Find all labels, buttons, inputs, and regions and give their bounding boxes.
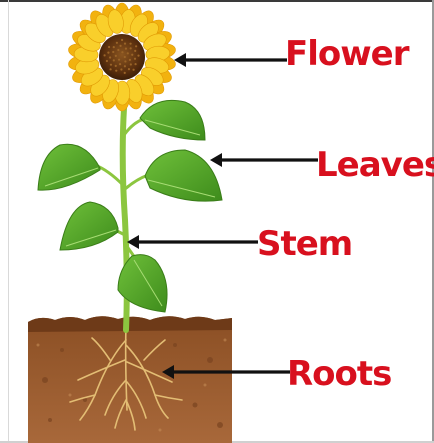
leaves xyxy=(38,100,222,312)
sunflower-head xyxy=(67,3,176,111)
leaf-mid-left xyxy=(38,144,100,190)
label-flower: Flower xyxy=(285,37,408,71)
leaf-lower-left xyxy=(60,202,118,250)
leaf-mid-right xyxy=(145,150,222,201)
arrow-stem xyxy=(127,235,258,249)
label-stem: Stem xyxy=(257,227,352,261)
soil xyxy=(28,316,232,443)
label-roots: Roots xyxy=(287,357,391,391)
arrow-flower xyxy=(174,53,287,67)
arrow-leaves xyxy=(210,153,318,167)
label-leaves: Leaves xyxy=(316,148,434,182)
